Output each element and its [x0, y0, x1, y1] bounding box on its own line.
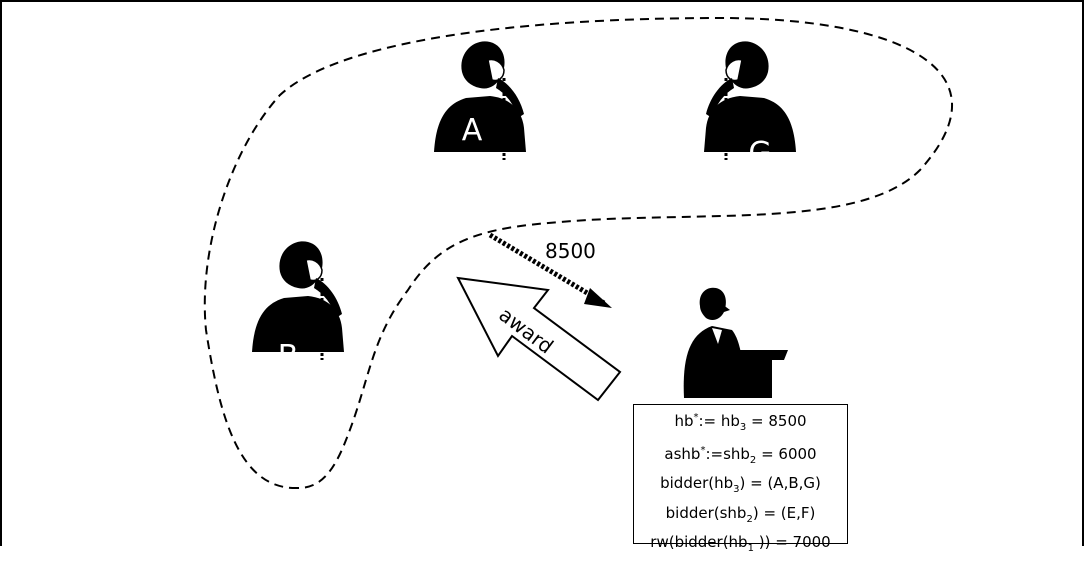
bid-amount-label: 8500: [545, 239, 596, 263]
person-g-letter: G: [748, 136, 771, 171]
formula-line-5: rw(bidder(hb1 )) = 7000: [650, 533, 831, 554]
person-a-figure: A: [432, 39, 528, 162]
person-b-letter: B: [278, 339, 299, 374]
formula-line-1: hb*:= hb3 = 8500: [674, 412, 807, 433]
bid-arrow: [488, 232, 612, 308]
auction-diagram: A G B 8500 award: [203, 16, 954, 490]
person-a-letter: A: [462, 113, 483, 148]
formula-box: hb*:= hb3 = 8500 ashb*:=shb2 = 6000 bidd…: [633, 404, 848, 554]
formula-line-4: bidder(shb2) = (E,F): [665, 503, 816, 525]
diagram-frame: [0, 0, 1084, 546]
formula-line-2: ashb*:=shb2 = 6000: [664, 444, 817, 466]
auctioneer-figure: [683, 287, 788, 398]
formula-line-3: bidder(hb3) = (A,B,G): [660, 474, 821, 495]
